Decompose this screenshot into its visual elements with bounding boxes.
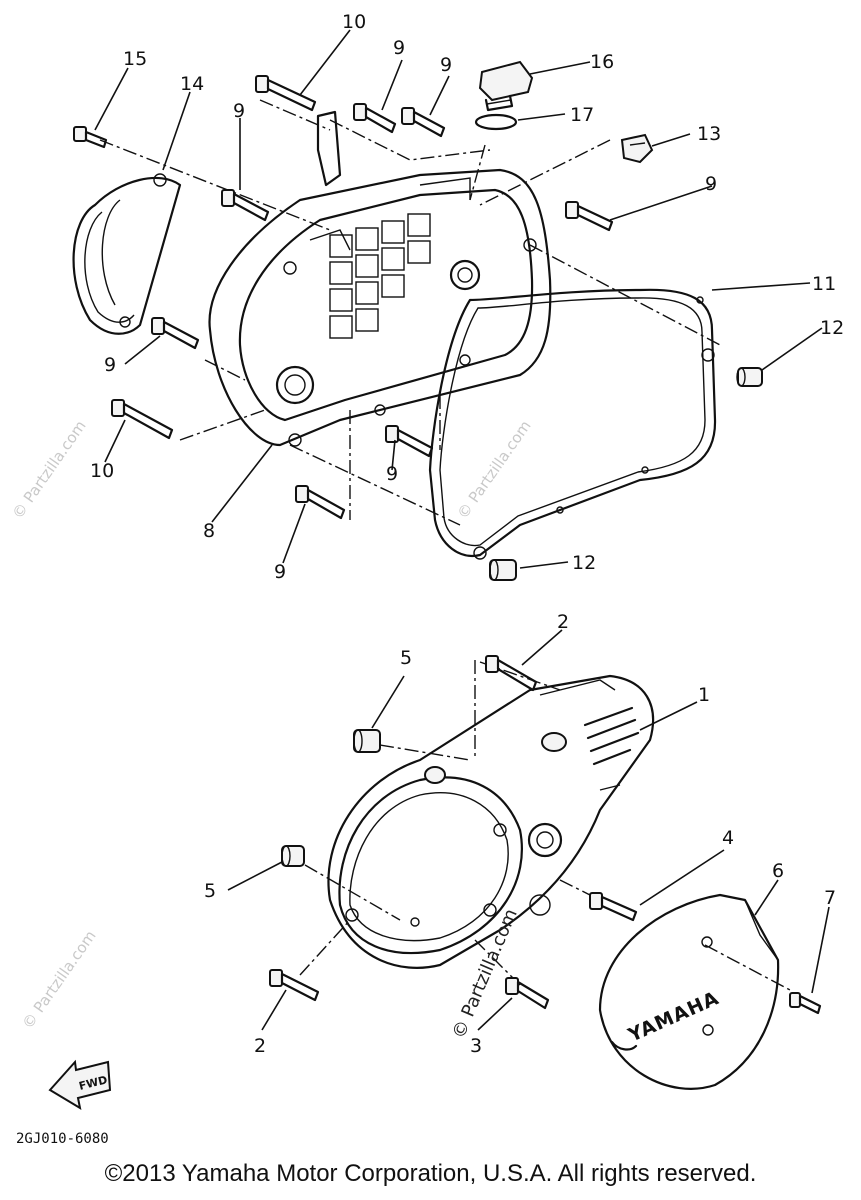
bolt-10-lower [111, 399, 174, 440]
bolts-upper [73, 75, 614, 520]
callout-12-lower: 12 [572, 552, 596, 574]
part-14-cover-ring [72, 173, 182, 335]
watermark: © Partzilla.com [9, 417, 90, 522]
callout-5-top: 5 [400, 647, 412, 669]
part-13-plug [620, 133, 654, 164]
bolt-15 [73, 126, 108, 149]
chain-lines-upper [99, 99, 721, 526]
callout-13: 13 [697, 123, 721, 145]
bolt-4 [589, 892, 638, 922]
callout-2-top: 2 [557, 611, 569, 633]
part-code: 2GJ010-6080 [16, 1131, 109, 1147]
callout-14: 14 [180, 73, 204, 95]
callout-16: 16 [590, 51, 614, 73]
callout-12-upper: 12 [820, 317, 844, 339]
callout-9-g: 9 [274, 561, 286, 583]
part-5-dowel-upper [353, 729, 381, 753]
callout-9-e: 9 [104, 354, 116, 376]
part-11-gasket [428, 288, 717, 560]
part-12-dowel-lower [489, 559, 517, 581]
part-17-o-ring [474, 113, 518, 131]
part-6-generator-cover: YAMAHA [598, 893, 780, 1090]
leaders-upper [94, 29, 823, 569]
screw-7 [789, 992, 822, 1015]
callout-10-top: 10 [342, 11, 366, 33]
bolts-lower [269, 655, 822, 1015]
callout-4: 4 [722, 827, 734, 849]
callout-6: 6 [772, 860, 784, 882]
callout-7: 7 [824, 887, 836, 909]
fwd-arrow-icon: FWD [48, 1059, 112, 1111]
callout-8: 8 [203, 520, 215, 542]
part-12-dowel-upper [736, 367, 763, 387]
watermark: © Partzilla.com [454, 417, 535, 522]
callout-9-f: 9 [386, 463, 398, 485]
part-16-filler-cap [478, 60, 534, 112]
bolt-9-f [385, 425, 434, 458]
bolt-9-a [353, 103, 397, 134]
bolt-9-c [221, 189, 270, 222]
watermark: © Partzilla.com [19, 927, 100, 1032]
bolt-3 [505, 977, 550, 1010]
bolt-2-top [485, 655, 538, 692]
copyright-notice: ©2013 Yamaha Motor Corporation, U.S.A. A… [104, 1160, 757, 1187]
callout-17: 17 [570, 104, 594, 126]
callout-11: 11 [812, 273, 836, 295]
callout-9-b: 9 [440, 54, 452, 76]
part-5-dowel-lower [281, 845, 305, 867]
callout-9-c: 9 [233, 100, 245, 122]
callout-2-lower: 2 [254, 1035, 266, 1057]
bolt-2-lower [269, 969, 320, 1002]
bolt-9-b [401, 107, 446, 138]
part-1-crankcase-cover [327, 674, 655, 969]
callout-9-d: 9 [705, 173, 717, 195]
callout-15: 15 [123, 48, 147, 70]
leaders-lower [227, 629, 830, 1031]
bolt-9-e [151, 317, 200, 350]
bolt-10-top [255, 75, 317, 112]
callout-9-a: 9 [393, 37, 405, 59]
bolt-9-d [565, 201, 614, 232]
watermarks: © Partzilla.com © Partzilla.com © Partzi… [9, 417, 535, 1042]
callout-1: 1 [698, 684, 710, 706]
callout-3: 3 [470, 1035, 482, 1057]
callout-labels: 15 14 10 9 9 16 17 9 13 9 11 12 9 10 9 8… [90, 11, 844, 1057]
callout-10-lower: 10 [90, 460, 114, 482]
callout-5-lower: 5 [204, 880, 216, 902]
bolt-9-g [295, 485, 346, 520]
yamaha-badge: YAMAHA [624, 987, 722, 1047]
part-8-crankcase-cover [208, 168, 552, 447]
